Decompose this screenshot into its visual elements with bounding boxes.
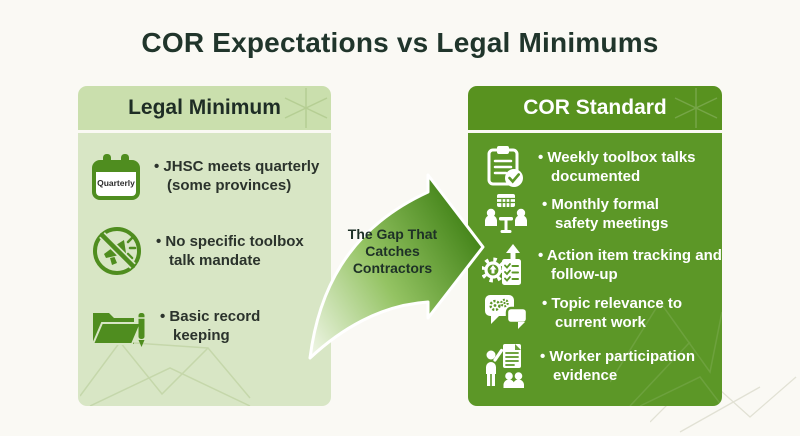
- list-item: Topic relevance to current work: [482, 289, 715, 337]
- list-item: No specific toolbox talk mandate: [90, 223, 331, 279]
- no-megaphone-icon: [90, 224, 144, 278]
- gear-checklist-icon: [482, 243, 526, 287]
- worker-participation-icon: [482, 343, 528, 389]
- geometric-lines-decoration: [674, 88, 718, 128]
- list-item: Quarterly JHSC meets quarterly (some pro…: [90, 148, 331, 204]
- cor-standard-panel: COR Standard: [468, 86, 722, 406]
- svg-text:Quarterly: Quarterly: [97, 178, 135, 188]
- list-item: Worker participation evidence: [482, 342, 722, 390]
- list-item-text: Monthly formal safety meetings: [542, 195, 695, 233]
- list-item-text: Worker participation evidence: [540, 347, 722, 385]
- list-item-text: Basic record keeping: [160, 307, 293, 345]
- cor-standard-body: Weekly toolbox talks documented: [468, 133, 722, 406]
- gap-arrow: [308, 173, 485, 360]
- list-item: Monthly formal safety meetings: [482, 190, 695, 238]
- meeting-calendar-icon: [482, 192, 530, 236]
- calendar-quarterly-icon: Quarterly: [90, 151, 142, 201]
- gap-arrow-label: The Gap That Catches Contractors: [347, 226, 438, 276]
- list-item: Basic record keeping: [90, 298, 293, 354]
- cor-standard-header-label: COR Standard: [523, 96, 667, 119]
- legal-minimum-body: Quarterly JHSC meets quarterly (some pro…: [78, 133, 331, 406]
- list-item-text: JHSC meets quarterly (some provinces): [154, 157, 331, 195]
- geometric-lines-decoration: [284, 88, 328, 128]
- list-item: Weekly toolbox talks documented: [482, 143, 722, 191]
- clipboard-check-icon: [482, 145, 526, 189]
- list-item: Action item tracking and follow-up: [482, 241, 722, 289]
- list-item-text: Action item tracking and follow-up: [538, 246, 722, 284]
- folder-pen-icon: [90, 303, 148, 349]
- legal-minimum-header-label: Legal Minimum: [128, 96, 281, 119]
- list-item-text: Topic relevance to current work: [542, 294, 715, 332]
- cor-standard-header: COR Standard: [468, 86, 722, 130]
- list-item-text: No specific toolbox talk mandate: [156, 232, 331, 270]
- legal-minimum-panel: Legal Minimum Quarterly: [78, 86, 331, 406]
- page-title: COR Expectations vs Legal Minimums: [141, 27, 659, 58]
- chat-gears-icon: [482, 292, 530, 334]
- legal-minimum-header: Legal Minimum: [78, 86, 331, 130]
- list-item-text: Weekly toolbox talks documented: [538, 148, 722, 186]
